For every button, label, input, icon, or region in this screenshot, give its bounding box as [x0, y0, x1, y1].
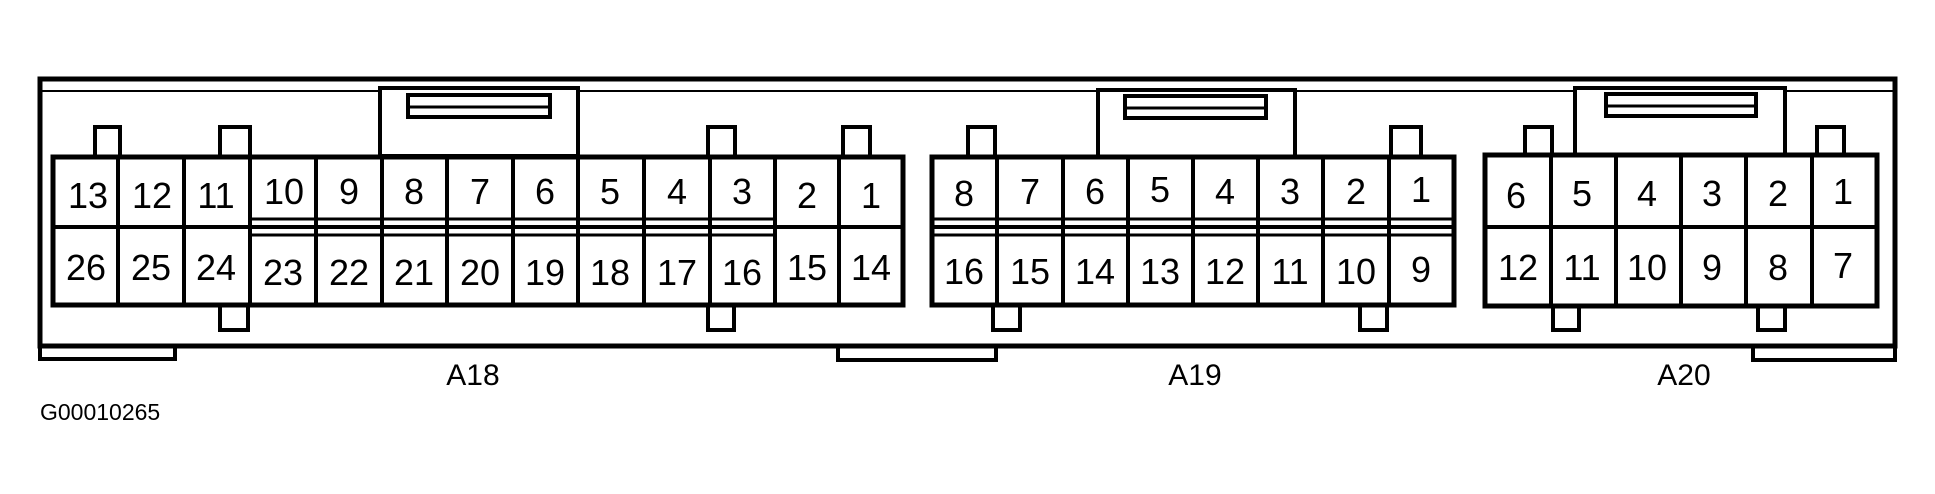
pin-label: 22: [329, 252, 369, 293]
pin-label: 15: [1010, 251, 1050, 292]
pin-label: 16: [944, 251, 984, 292]
pin-label: 6: [1085, 171, 1105, 212]
connector-a19: 8 7 6 5 4 3 2 1 16 15 14 13 12 11 10 9 A…: [929, 88, 1457, 392]
latch-a20: [1573, 86, 1787, 158]
pin-label: 1: [1411, 169, 1431, 210]
pin-block-a18: [50, 154, 906, 308]
pin-label: 18: [590, 252, 630, 293]
pin-label: 2: [1768, 173, 1788, 214]
pin-label: 2: [1346, 171, 1366, 212]
figure-id: G00010265: [40, 399, 160, 425]
pin-label: 11: [197, 175, 234, 216]
connector-label: A20: [1657, 359, 1710, 392]
pin-label: 5: [1150, 169, 1170, 210]
pin-label: 17: [657, 252, 697, 293]
connector-label: A18: [446, 359, 499, 392]
pin-label: 10: [1627, 247, 1667, 288]
latch-a19: [1096, 88, 1297, 160]
pin-label: 3: [1280, 171, 1300, 212]
connector-a20: 6 5 4 3 2 1 12 11 10 9 8 7 A20: [1482, 86, 1880, 392]
latch-a18: [378, 86, 580, 158]
pin-label: 19: [525, 252, 565, 293]
pin-label: 26: [66, 247, 106, 288]
pin-label: 25: [131, 247, 171, 288]
housing-foot-left: [38, 344, 177, 361]
pin-label: 9: [339, 171, 359, 212]
pin-label: 4: [1637, 173, 1657, 214]
pin-label: 9: [1411, 249, 1431, 290]
pin-label: 2: [797, 175, 817, 216]
pin-label: 14: [851, 247, 891, 288]
pin-label: 7: [470, 171, 490, 212]
pin-grid-a20: [1485, 155, 1877, 306]
connector-label: A19: [1168, 359, 1221, 392]
pin-label: 11: [1271, 251, 1308, 292]
pin-label: 12: [1205, 251, 1245, 292]
pin-label: 23: [263, 252, 303, 293]
pin-label: 3: [1702, 173, 1722, 214]
pin-label: 3: [732, 171, 752, 212]
pin-label: 12: [1498, 247, 1538, 288]
keys-a18: [93, 125, 872, 332]
pin-label: 5: [600, 171, 620, 212]
pin-label: 4: [1215, 171, 1235, 212]
keys-a19: [966, 125, 1423, 332]
pin-label: 6: [1506, 175, 1526, 216]
pin-label: 7: [1020, 171, 1040, 212]
pin-label: 8: [404, 171, 424, 212]
pin-label: 15: [787, 247, 827, 288]
pin-grid-a19: [932, 157, 1454, 305]
pin-label: 13: [1140, 251, 1180, 292]
housing-foot-right: [1751, 344, 1897, 362]
connector-a18: 13 12 11 10 9 8 7 6 5 4 3 2 1 26 25 24 2…: [50, 86, 906, 392]
pin-label: 6: [535, 171, 555, 212]
pin-label: 10: [1336, 251, 1376, 292]
pin-label: 7: [1833, 245, 1853, 286]
pin-label: 24: [196, 247, 236, 288]
pin-label: 8: [954, 173, 974, 214]
pin-label: 4: [667, 171, 687, 212]
pin-label: 11: [1563, 247, 1600, 288]
pin-label: 1: [861, 175, 881, 216]
pin-label: 8: [1768, 247, 1788, 288]
pin-label: 12: [132, 175, 172, 216]
pin-label: 14: [1075, 251, 1115, 292]
pin-label: 13: [68, 175, 108, 216]
pin-label: 5: [1572, 173, 1592, 214]
pin-label: 20: [460, 252, 500, 293]
pin-label: 10: [264, 171, 304, 212]
housing-foot-middle: [836, 344, 998, 362]
pin-label: 1: [1833, 171, 1853, 212]
pin-label: 9: [1702, 247, 1722, 288]
pin-label: 16: [722, 252, 762, 293]
pin-label: 21: [394, 252, 434, 293]
pin-grid-a18: [53, 157, 903, 305]
